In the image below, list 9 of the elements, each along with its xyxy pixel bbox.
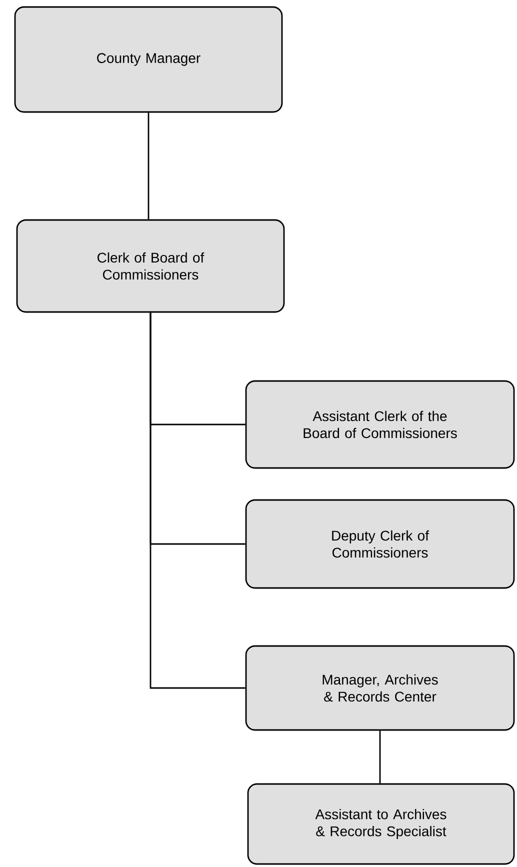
org-box: Assistant to Archives & Records Specialist	[247, 783, 515, 865]
org-box: Manager, Archives & Records Center	[245, 645, 515, 731]
org-box: County Manager	[14, 6, 283, 113]
org-box: Clerk of Board of Commissioners	[16, 219, 285, 313]
connector-line	[150, 312, 246, 689]
org-box: Deputy Clerk of Commissioners	[245, 499, 515, 589]
org-box: Assistant Clerk of the Board of Commissioners	[245, 380, 515, 469]
connector-line	[379, 730, 381, 784]
connector-line	[148, 112, 150, 220]
